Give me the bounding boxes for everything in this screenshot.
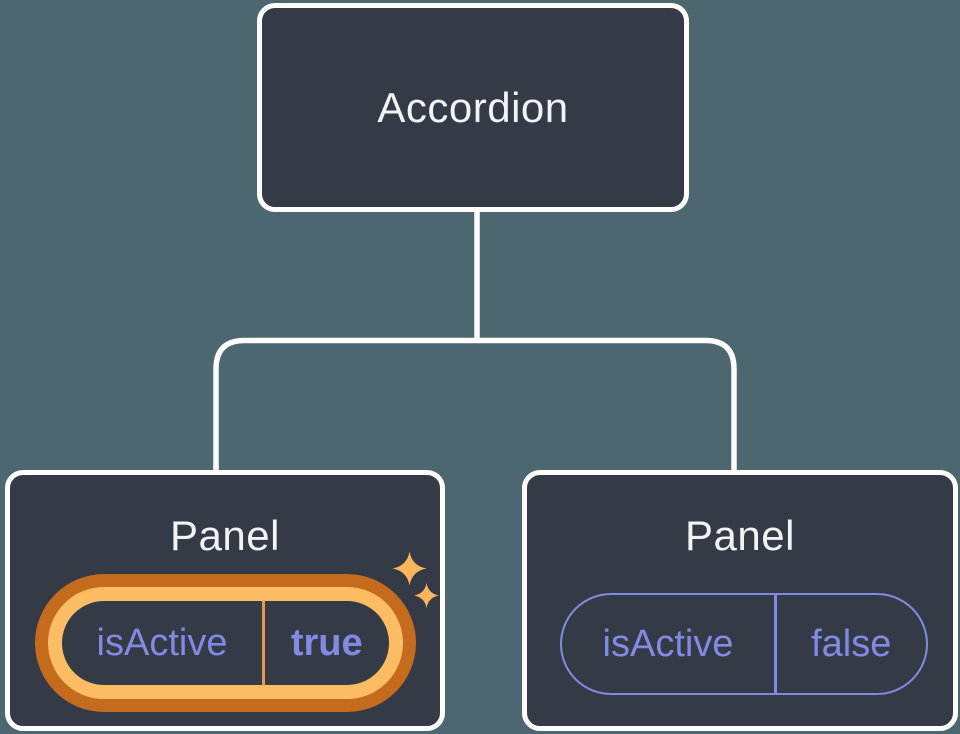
node-panel-inactive: Panel isActive false [522,470,958,731]
sparkle-icon [392,551,439,608]
state-value: true [290,621,363,664]
pill-divider [774,595,777,693]
state-value: false [811,622,892,665]
accordion-label: Accordion [377,83,569,131]
node-accordion: Accordion [257,3,689,212]
sparkle-large [392,551,427,586]
pill-divider [262,601,265,685]
state-key: isActive [96,621,228,664]
sparkle-small [414,583,439,608]
state-key: isActive [602,622,734,665]
node-panel-active: Panel isActive true [5,470,445,731]
state-pill-active: isActive true [48,587,403,699]
state-pill-inactive: isActive false [560,593,928,695]
panel-label: Panel [685,512,795,559]
connector-bracket [213,337,737,473]
panel-label: Panel [170,512,280,559]
